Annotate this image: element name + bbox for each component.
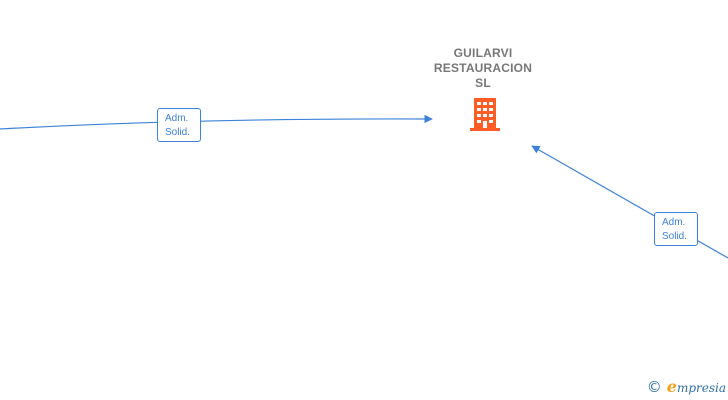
relation-label-right[interactable]: Adm. Solid. (654, 212, 698, 246)
relation-label-left[interactable]: Adm. Solid. (157, 108, 201, 142)
relation-label-left-line-1: Adm. (165, 113, 189, 124)
company-name-line-2: RESTAURACION (433, 61, 533, 75)
relation-edge-left[interactable] (0, 114, 433, 130)
copyright-icon: © (646, 378, 662, 396)
relation-label-right-line-2: Solid. (662, 231, 688, 242)
building-icon[interactable] (468, 96, 502, 132)
brand-logo: empresia (666, 376, 726, 397)
company-name-line-3: SL (475, 76, 491, 90)
relation-label-right-line-1: Adm. (662, 217, 686, 228)
company-name[interactable]: GUILARVI RESTAURACION SL (412, 46, 554, 91)
brand-logo-rest: mpresia (676, 380, 726, 395)
company-name-line-1: GUILARVI (453, 46, 513, 60)
relation-label-left-line-2: Solid. (165, 127, 191, 138)
watermark: © empresia (646, 376, 726, 397)
brand-logo-initial: e (666, 376, 677, 396)
relation-edge-right[interactable] (531, 145, 728, 259)
